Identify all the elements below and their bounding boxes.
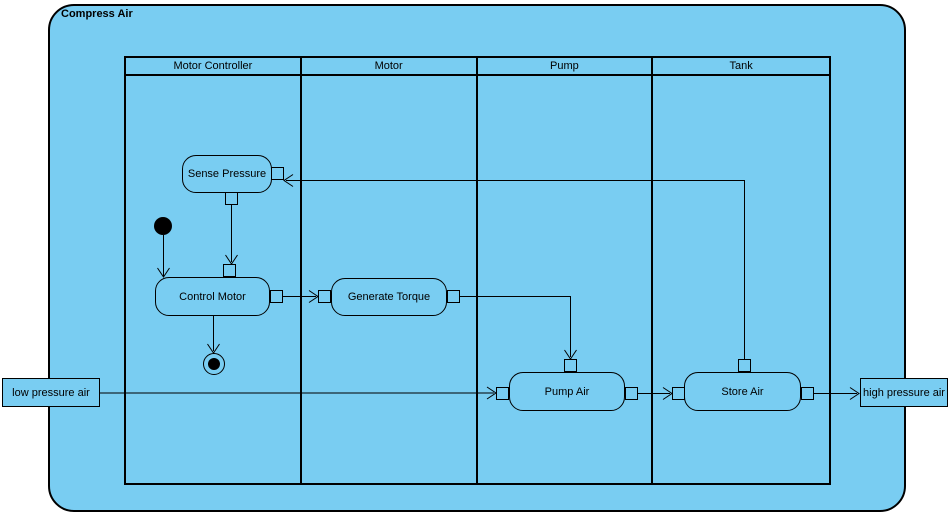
action-control-motor[interactable]: Control Motor — [155, 277, 270, 316]
action-pump-air[interactable]: Pump Air — [509, 372, 625, 411]
control-motor-right-pin[interactable] — [270, 290, 283, 303]
sense-pressure-bottom-pin[interactable] — [225, 192, 238, 205]
control-motor-top-pin[interactable] — [223, 264, 236, 277]
initial-node[interactable] — [154, 217, 172, 235]
action-store-air[interactable]: Store Air — [684, 372, 801, 411]
swimlane-pool: Motor Controller Motor Pump Tank — [124, 56, 831, 485]
pump-air-right-pin[interactable] — [625, 387, 638, 400]
swimlane-motor[interactable]: Motor — [301, 58, 478, 483]
store-air-left-pin[interactable] — [672, 387, 685, 400]
pump-air-top-pin[interactable] — [564, 359, 577, 372]
lane-header-tank[interactable]: Tank — [653, 58, 829, 76]
store-air-right-pin[interactable] — [801, 387, 814, 400]
pump-air-left-pin[interactable] — [496, 387, 509, 400]
store-air-top-pin[interactable] — [738, 359, 751, 372]
swimlane-tank[interactable]: Tank — [653, 58, 829, 483]
generate-torque-left-pin[interactable] — [318, 290, 331, 303]
diagram-title: Compress Air — [61, 8, 133, 20]
object-low-pressure-air[interactable]: low pressure air — [2, 378, 100, 407]
lane-header-motor[interactable]: Motor — [301, 58, 476, 76]
activity-final-dot — [208, 358, 220, 370]
swimlane-pump[interactable]: Pump — [477, 58, 654, 483]
activity-final-node[interactable] — [203, 353, 225, 375]
action-generate-torque[interactable]: Generate Torque — [331, 278, 447, 316]
sense-pressure-right-pin[interactable] — [271, 167, 284, 180]
generate-torque-right-pin[interactable] — [447, 290, 460, 303]
object-high-pressure-air[interactable]: high pressure air — [860, 378, 948, 407]
lane-header-pump[interactable]: Pump — [477, 58, 652, 76]
swimlane-motor-controller[interactable]: Motor Controller — [126, 58, 302, 483]
action-sense-pressure[interactable]: Sense Pressure — [182, 155, 272, 193]
lane-header-motor-controller[interactable]: Motor Controller — [126, 58, 300, 76]
